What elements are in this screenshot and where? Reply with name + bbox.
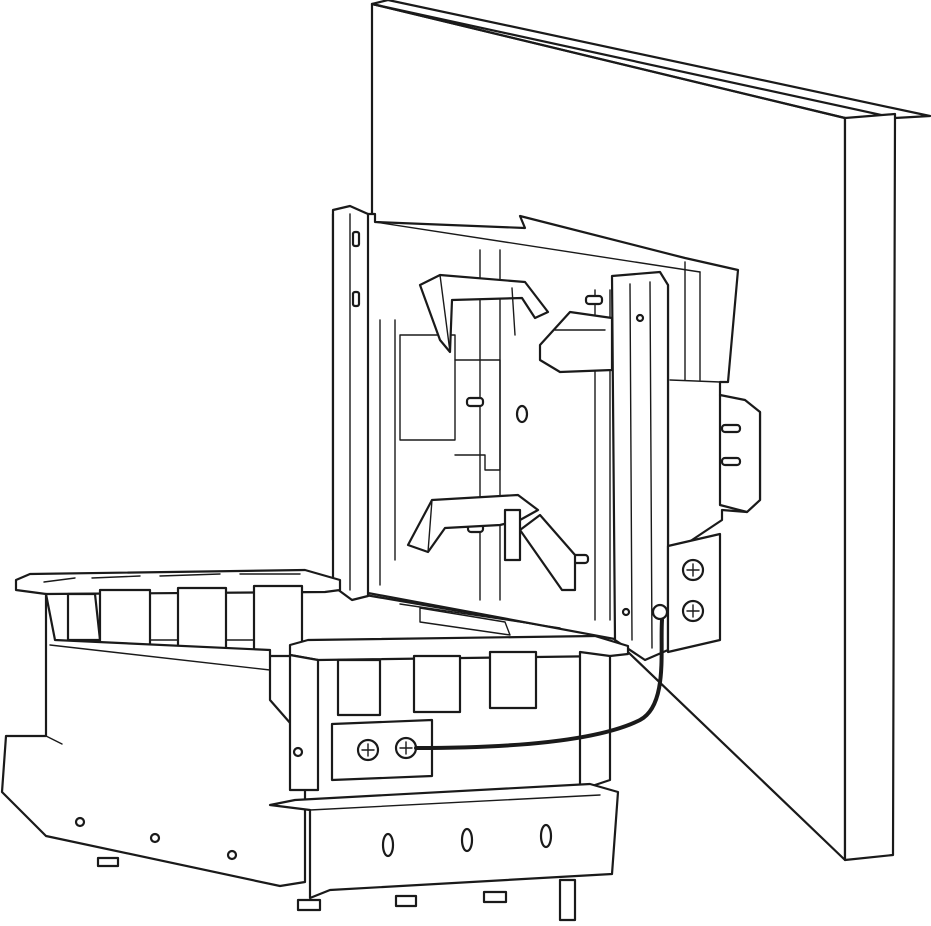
back-mounting-plate bbox=[331, 204, 762, 662]
ground-cable bbox=[414, 618, 664, 750]
base-tray bbox=[0, 568, 508, 912]
front-cradle bbox=[268, 603, 630, 922]
